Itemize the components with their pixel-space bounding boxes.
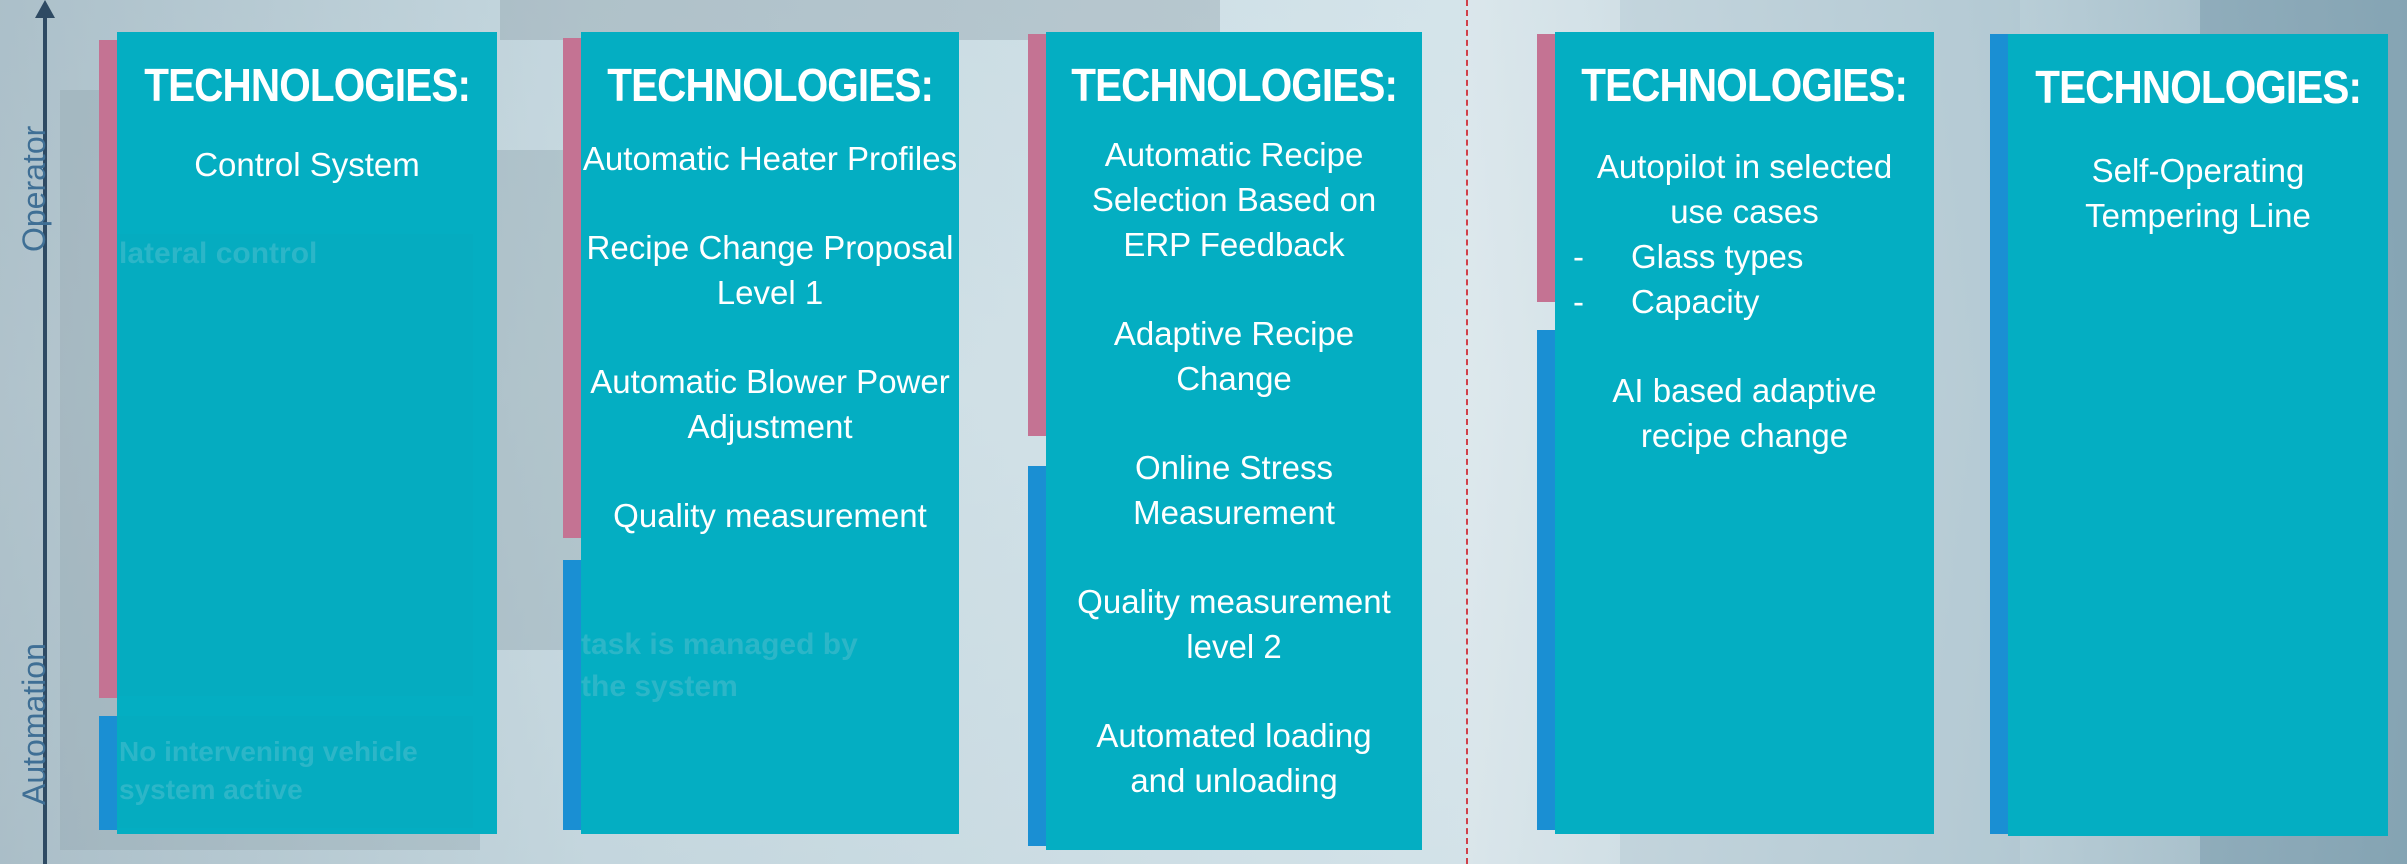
background-level-panel — [117, 234, 473, 696]
technology-card-level-4: TECHNOLOGIES: Self-Operating Tempering L… — [2008, 34, 2388, 836]
automation-bar-level-3 — [1537, 330, 1555, 830]
card-title: TECHNOLOGIES: — [144, 59, 471, 111]
technology-card-level-1: TECHNOLOGIES: Automatic Heater Profiles … — [581, 32, 959, 834]
card-title: TECHNOLOGIES: — [2035, 61, 2362, 113]
technology-item: Quality measurement level 2 — [1077, 583, 1391, 665]
background-text-no-intervening: No intervening vehicle system active — [119, 736, 418, 805]
background-text-lateral-control: lateral control — [119, 237, 318, 270]
technology-item: Automatic Recipe Selection Based on ERP … — [1091, 136, 1377, 263]
technology-item: Automatic Blower Power Adjustment — [590, 363, 950, 445]
technology-item: Control System — [194, 146, 420, 183]
technology-item: Quality measurement — [613, 497, 927, 534]
operator-bar-level-2 — [1028, 34, 1046, 436]
technology-item: AI based adaptive recipe change — [1612, 372, 1877, 454]
bullet-text: Capacity — [1631, 283, 1760, 320]
technology-item: Online Stress Measurement — [1133, 449, 1335, 531]
operator-bar-level-3 — [1537, 34, 1555, 302]
technology-item: Recipe Change Proposal Level 1 — [586, 229, 954, 311]
background-level-panel — [117, 716, 473, 828]
automation-bar-level-2 — [1028, 466, 1046, 846]
automation-bar-level-4 — [1990, 34, 2008, 834]
bullet-item: - Capacity — [1555, 279, 1803, 324]
bullet-list: - Glass types - Capacity — [1555, 234, 1803, 324]
axis-label-automation: Automation — [16, 643, 52, 805]
vertical-axis — [43, 10, 47, 864]
technology-item-intro: Autopilot in selected use cases — [1596, 148, 1893, 230]
technology-card-level-0: TECHNOLOGIES: Control System — [117, 32, 497, 834]
bullet-dash: - — [1573, 238, 1584, 275]
technology-item: Self-Operating Tempering Line — [2085, 152, 2311, 234]
bullet-text: Glass types — [1631, 238, 1804, 275]
technology-card-level-3: TECHNOLOGIES: Autopilot in selected use … — [1555, 32, 1934, 834]
card-title: TECHNOLOGIES: — [1071, 59, 1398, 111]
operator-bar-level-0 — [99, 40, 117, 698]
card-title: TECHNOLOGIES: — [607, 59, 934, 111]
operator-bar-level-1 — [563, 38, 581, 538]
automation-bar-level-0 — [99, 716, 117, 830]
bullet-item: - Glass types — [1555, 234, 1803, 279]
technology-item: Automated loading and unloading — [1096, 717, 1372, 799]
future-divider — [1466, 0, 1468, 864]
automation-bar-level-1 — [563, 560, 581, 830]
bullet-dash: - — [1573, 283, 1584, 320]
axis-label-operator: Operator — [16, 125, 52, 252]
background-text-task-managed: task is managed by the system — [581, 628, 858, 703]
card-title: TECHNOLOGIES: — [1581, 59, 1909, 111]
technology-card-level-2: TECHNOLOGIES: Automatic Recipe Selection… — [1046, 32, 1422, 850]
arrow-up-icon — [35, 0, 55, 18]
technology-item: Automatic Heater Profiles — [582, 140, 958, 177]
technology-item: Adaptive Recipe Change — [1113, 315, 1355, 397]
